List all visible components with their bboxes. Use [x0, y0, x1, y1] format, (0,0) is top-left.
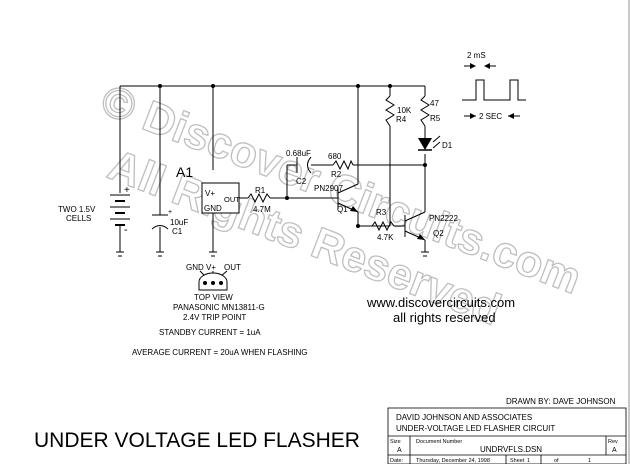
resistor-r3: [371, 220, 395, 232]
tb-sheet-total: 1: [588, 458, 591, 464]
d1-label: D1: [442, 141, 453, 150]
r2-value: 680: [328, 152, 342, 161]
pinout-gnd: GND: [186, 263, 204, 272]
tb-sheet-caption: Sheet: [510, 458, 525, 464]
r2-label: R2: [331, 170, 342, 179]
r3-value: 4.7K: [377, 233, 394, 242]
resistor-r4: [385, 95, 395, 127]
r3-label: R3: [376, 208, 387, 217]
tb-rev-value: A: [612, 447, 617, 454]
timing-period: 2 SEC: [479, 112, 502, 121]
tb-size-caption: Size: [390, 439, 401, 445]
c1-value: 10uF: [170, 218, 188, 227]
battery-symbol: [110, 194, 130, 232]
tb-docnum-caption: Document Number: [416, 439, 462, 445]
note-trip-point: 2.4V TRIP POINT: [183, 313, 246, 322]
website-url: www.discovercircuits.com: [366, 295, 515, 310]
q2-part: PN2222: [429, 214, 458, 223]
q2-label: Q2: [433, 229, 444, 238]
c1-label: C1: [172, 227, 183, 236]
c2-label: C2: [296, 177, 307, 186]
ic-a1-pin-gnd: GND: [204, 204, 222, 213]
timing-arrows: [470, 63, 514, 119]
q1-part: PN2907: [314, 184, 343, 193]
ic-a1-label: A1: [176, 164, 193, 180]
resistor-r5: [420, 95, 430, 127]
resistors: [247, 95, 430, 232]
q1-emitter-arrow: [350, 206, 358, 212]
timing-pulse-width: 2 mS: [467, 51, 486, 60]
resistor-r1: [247, 192, 271, 204]
wires: [116, 85, 429, 257]
tb-title: UNDER-VOLTAGE LED FLASHER CIRCUIT: [396, 424, 555, 433]
ic-a1-pin-vplus: V+: [205, 189, 215, 198]
tb-rev-caption: Rev: [608, 439, 618, 445]
tb-date-caption: Date:: [390, 458, 404, 464]
q2-emitter-arrow: [417, 234, 425, 240]
note-part-number: PANASONIC MN13811-G: [173, 303, 265, 312]
r1-value: 4.7M: [253, 205, 271, 214]
component-labels: TWO 1.5V CELLS 10uF C1 R1 4.7M 0.68uF C2…: [58, 99, 458, 242]
c1-plus: +: [168, 209, 172, 216]
note-top-view: TOP VIEW: [194, 293, 233, 302]
note-average-current: AVERAGE CURRENT = 20uA WHEN FLASHING: [132, 348, 308, 357]
tb-date-value: Thursday, December 24, 1998: [416, 458, 490, 464]
battery-minus: -: [124, 224, 128, 236]
r5-label: R5: [430, 114, 441, 123]
r1-label: R1: [255, 186, 266, 195]
ic-a1-pin-out: OUT: [224, 195, 240, 204]
pinout-out: OUT: [224, 263, 241, 272]
watermark: © Discover Circuits.com All Rights Reser…: [94, 75, 588, 336]
tb-company: DAVID JOHNSON AND ASSOCIATES: [396, 413, 532, 422]
note-standby-current: STANDBY CURRENT = 1uA: [159, 328, 261, 337]
website-rights: all rights reserved: [393, 310, 496, 325]
q1-label: Q1: [337, 205, 348, 214]
circuit-title: UNDER VOLTAGE LED FLASHER: [34, 429, 360, 452]
c2-value: 0.68uF: [286, 149, 311, 158]
r5-value: 47: [430, 99, 439, 108]
tb-size-value: A: [397, 447, 402, 454]
battery-label-2: CELLS: [66, 214, 91, 223]
battery-plus: +: [124, 185, 130, 196]
pinout-vplus: V+: [206, 263, 216, 272]
led-d1: [418, 135, 441, 151]
ic-a1-box: [201, 182, 240, 214]
tb-sheet-num: 1: [527, 458, 530, 464]
pinout-diagram: GND V+ OUT: [186, 263, 241, 291]
drawn-by: DRAWN BY: DAVE JOHNSON: [506, 397, 616, 406]
junctions: [158, 84, 427, 228]
tb-of-caption: of: [554, 458, 559, 464]
resistor-r2: [332, 159, 354, 171]
battery-label-1: TWO 1.5V: [58, 205, 96, 214]
r4-value: 10K: [397, 106, 412, 115]
tb-docnum-value: UNDRVFLS.DSN: [480, 445, 542, 454]
title-block: [387, 407, 627, 464]
r4-label: R4: [396, 115, 407, 124]
capacitor-c1: [151, 214, 169, 230]
notes: TOP VIEW PANASONIC MN13811-G 2.4V TRIP P…: [132, 293, 308, 357]
capacitor-c2: [296, 156, 312, 174]
timing-waveform: [462, 65, 526, 117]
